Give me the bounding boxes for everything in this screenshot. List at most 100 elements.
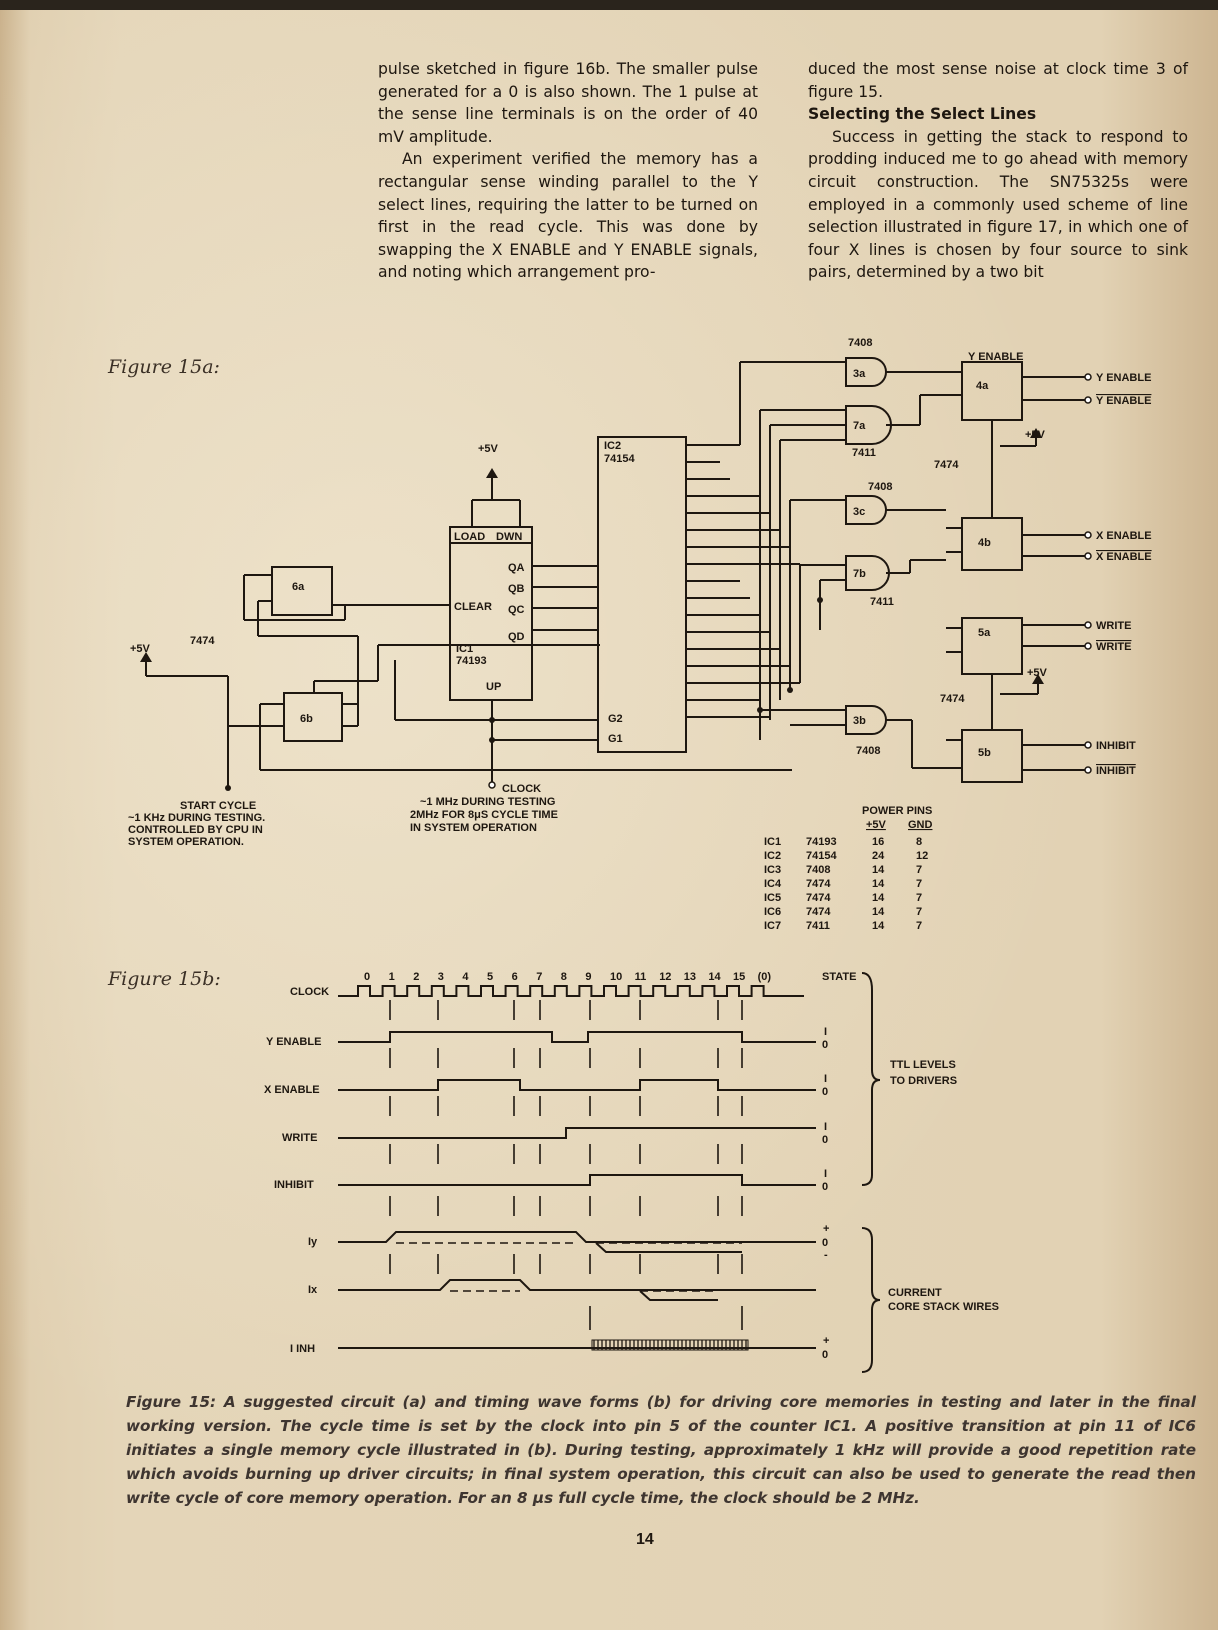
ic2-part: 74154 <box>604 453 635 465</box>
svg-text:I: I <box>824 1121 827 1133</box>
ff-label: 5a <box>978 627 991 639</box>
note-line: ~1 MHz DURING TESTING <box>420 796 555 808</box>
gate-7a <box>845 405 892 445</box>
signal-label: Iy <box>308 1236 318 1248</box>
svg-text:0: 0 <box>822 1134 828 1146</box>
svg-text:-: - <box>824 1249 828 1261</box>
note-line: CURRENT <box>888 1287 942 1299</box>
note-line: ~1 KHz DURING TESTING. <box>128 812 265 824</box>
state-number: 7 <box>536 971 542 983</box>
table-cell: 14 <box>872 892 885 904</box>
ic2-name: IC2 <box>604 440 621 452</box>
ff-label: 4b <box>978 537 991 549</box>
svg-text:+: + <box>823 1335 829 1347</box>
ff-6b <box>283 692 343 742</box>
state-number: 10 <box>610 971 622 983</box>
paragraph: pulse sketched in figure 16b. The smalle… <box>378 60 758 146</box>
table-cell: IC3 <box>764 864 781 876</box>
note-line: SYSTEM OPERATION. <box>128 836 244 848</box>
chip-7474-label: 7474 <box>934 459 959 471</box>
svg-text:I: I <box>824 1026 827 1038</box>
output-label: Y ENABLE <box>1096 395 1151 407</box>
table-cell: IC6 <box>764 906 781 918</box>
state-number: 12 <box>659 971 671 983</box>
ic1-load: LOAD <box>454 531 485 543</box>
paragraph: duced the most sense noise at clock time… <box>808 60 1188 101</box>
text-column-left: pulse sketched in figure 16b. The smalle… <box>378 58 758 284</box>
gate-3b <box>845 705 887 735</box>
ix-waveform <box>338 1279 816 1291</box>
note-line: 2MHz FOR 8μS CYCLE TIME <box>410 809 558 821</box>
gate-7b <box>845 555 890 591</box>
power-arrows <box>140 428 1044 684</box>
signal-label: Y ENABLE <box>266 1036 321 1048</box>
table-cell: 7 <box>916 892 922 904</box>
state-number: 2 <box>413 971 419 983</box>
table-cell: 74154 <box>806 850 837 862</box>
page-number: 14 <box>636 1531 654 1548</box>
y-enable-block-label: Y ENABLE <box>968 351 1023 363</box>
ic1-part: 74193 <box>456 655 487 667</box>
level-marks: I0 I0 I0 I0 +0- +0 <box>822 1026 829 1361</box>
output-label: WRITE <box>1096 641 1131 653</box>
svg-text:0: 0 <box>822 1039 828 1051</box>
table-cell: 7 <box>916 920 922 932</box>
state-number: 14 <box>708 971 721 983</box>
output-label: INHIBIT <box>1096 765 1136 777</box>
decoder-outputs <box>686 444 800 718</box>
state-number: 15 <box>733 971 745 983</box>
output-label: INHIBIT <box>1096 740 1136 752</box>
state-number: 9 <box>585 971 591 983</box>
chip-7411-label: 7411 <box>870 596 894 608</box>
table-cell: 14 <box>872 878 885 890</box>
state-number: 13 <box>684 971 696 983</box>
ic2-g2: G2 <box>608 713 623 725</box>
section-heading: Selecting the Select Lines <box>808 105 1037 124</box>
waveforms <box>338 972 881 1373</box>
ic1-qc: QC <box>508 604 525 616</box>
plus5v-label: +5V <box>478 443 499 455</box>
ff-label: 6b <box>300 713 313 725</box>
x-enable-waveform <box>338 1079 816 1091</box>
note-line: CORE STACK WIRES <box>888 1301 999 1313</box>
svg-text:+: + <box>823 1223 829 1235</box>
figure-caption: Figure 15: A suggested circuit (a) and t… <box>126 1393 1196 1507</box>
current-brace <box>861 1227 881 1373</box>
ic1-qb: QB <box>508 583 525 595</box>
inhibit-current-pulse <box>591 1339 749 1351</box>
chip-7408-label: 7408 <box>868 481 892 493</box>
gate-label: 3c <box>853 506 865 518</box>
state-number: 0 <box>364 971 370 983</box>
ff-label: 5b <box>978 747 991 759</box>
signal-label: WRITE <box>282 1132 317 1144</box>
ic1-up: UP <box>486 681 501 693</box>
schematic-wires <box>145 357 1086 788</box>
table-cell: 7 <box>916 906 922 918</box>
state-number: 1 <box>389 971 395 983</box>
table-cell: IC7 <box>764 920 781 932</box>
ff-6a <box>271 566 333 616</box>
output-label: X ENABLE <box>1096 551 1152 563</box>
output-label: WRITE <box>1096 620 1131 632</box>
chip-7408-label: 7408 <box>848 337 872 349</box>
svg-text:0: 0 <box>822 1086 828 1098</box>
junction-dots <box>225 597 823 791</box>
start-cycle-note: START CYCLE ~1 KHz DURING TESTING. CONTR… <box>128 800 265 848</box>
table-cell: 7474 <box>806 892 831 904</box>
table-cell: 8 <box>916 836 922 848</box>
state-number: 11 <box>635 971 647 983</box>
ic1-name: IC1 <box>456 643 473 655</box>
svg-text:0: 0 <box>822 1181 828 1193</box>
ttl-note: TTL LEVELS TO DRIVERS <box>890 1059 957 1087</box>
state-number: 4 <box>462 971 469 983</box>
table-cell: IC4 <box>764 878 782 890</box>
ic1-clear: CLEAR <box>454 601 492 613</box>
svg-text:I: I <box>824 1073 827 1085</box>
ix-negative-pulse <box>639 1290 718 1301</box>
table-title: POWER PINS <box>862 805 932 817</box>
state-label: STATE <box>822 971 856 983</box>
chip-7411-label: 7411 <box>852 447 876 459</box>
